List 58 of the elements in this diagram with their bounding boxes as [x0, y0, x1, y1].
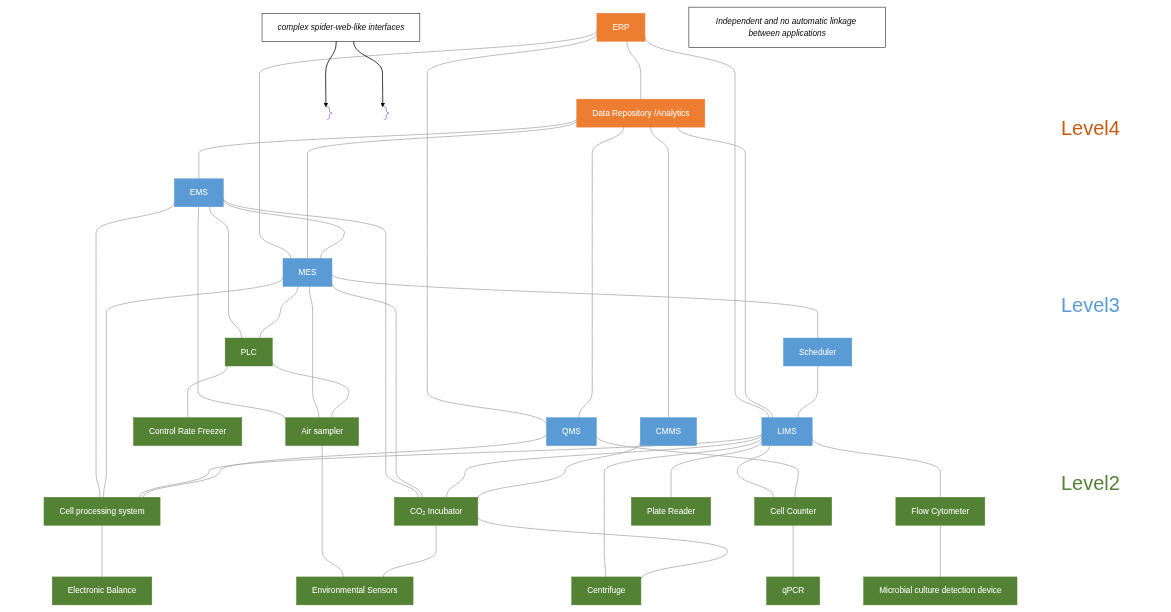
- connector: [139, 433, 763, 498]
- node-box: Air sampler: [285, 417, 359, 446]
- connector: [259, 29, 598, 259]
- node-box: Microbial culture detection device: [863, 576, 1018, 606]
- connector: [626, 40, 642, 100]
- connector: [222, 197, 419, 498]
- connector: [208, 206, 242, 339]
- connector: [142, 434, 547, 498]
- connector: [797, 365, 819, 419]
- node-box: LIMS: [761, 417, 813, 446]
- node-box: Control Rate Freezer: [133, 417, 243, 446]
- connector: [677, 126, 773, 419]
- node-box: EMS: [174, 178, 224, 207]
- node-box: qPCR: [766, 576, 820, 606]
- connector: [382, 524, 437, 578]
- node-box: Environmental Sensors: [296, 576, 414, 606]
- node-box: CO₂ Incubator: [394, 497, 479, 526]
- node-box: Cell processing system: [43, 497, 161, 526]
- connector: [321, 445, 344, 578]
- node-box: MES: [282, 258, 333, 287]
- connector: [477, 516, 728, 580]
- level-label: Level3: [1061, 294, 1121, 318]
- connector: [446, 434, 763, 498]
- connector: [187, 365, 228, 419]
- node-box: complex spider-web-like interfaces: [261, 13, 421, 42]
- node-box: Scheduler: [783, 337, 853, 367]
- connector: [331, 273, 819, 339]
- node-box: Independent and no automatic linkage between applications: [688, 6, 886, 48]
- connector: [271, 361, 350, 419]
- node-box: ERP: [596, 13, 646, 42]
- node-box: PLC: [224, 337, 273, 367]
- node-box: Plate Reader: [631, 497, 711, 526]
- connector: [103, 276, 284, 498]
- connector: [939, 524, 941, 578]
- node-box: Flow Cytometer: [895, 497, 986, 526]
- connector: [578, 126, 625, 419]
- connector: [222, 199, 345, 259]
- connector: [308, 285, 320, 419]
- node-box: Cell Counter: [754, 497, 832, 526]
- connector: [259, 285, 299, 339]
- connector: [198, 118, 578, 180]
- connector: [792, 524, 794, 578]
- node-box: Data Repository /Analytics: [576, 98, 706, 128]
- node-box: Electronic Balance: [52, 576, 153, 606]
- level-label: Level4: [1061, 117, 1121, 141]
- node-brace: [383, 106, 390, 120]
- level-label: Level2: [1061, 471, 1121, 495]
- connector: [595, 435, 799, 498]
- connector: [307, 120, 578, 259]
- node-box: CMMS: [640, 417, 697, 446]
- connector: [101, 524, 103, 578]
- connector: [331, 283, 423, 498]
- node-box: Centrifuge: [571, 576, 642, 606]
- connector: [736, 445, 774, 498]
- node-brace: [326, 106, 333, 120]
- connector: [650, 126, 669, 419]
- node-box: QMS: [546, 417, 597, 446]
- connector: [477, 442, 641, 499]
